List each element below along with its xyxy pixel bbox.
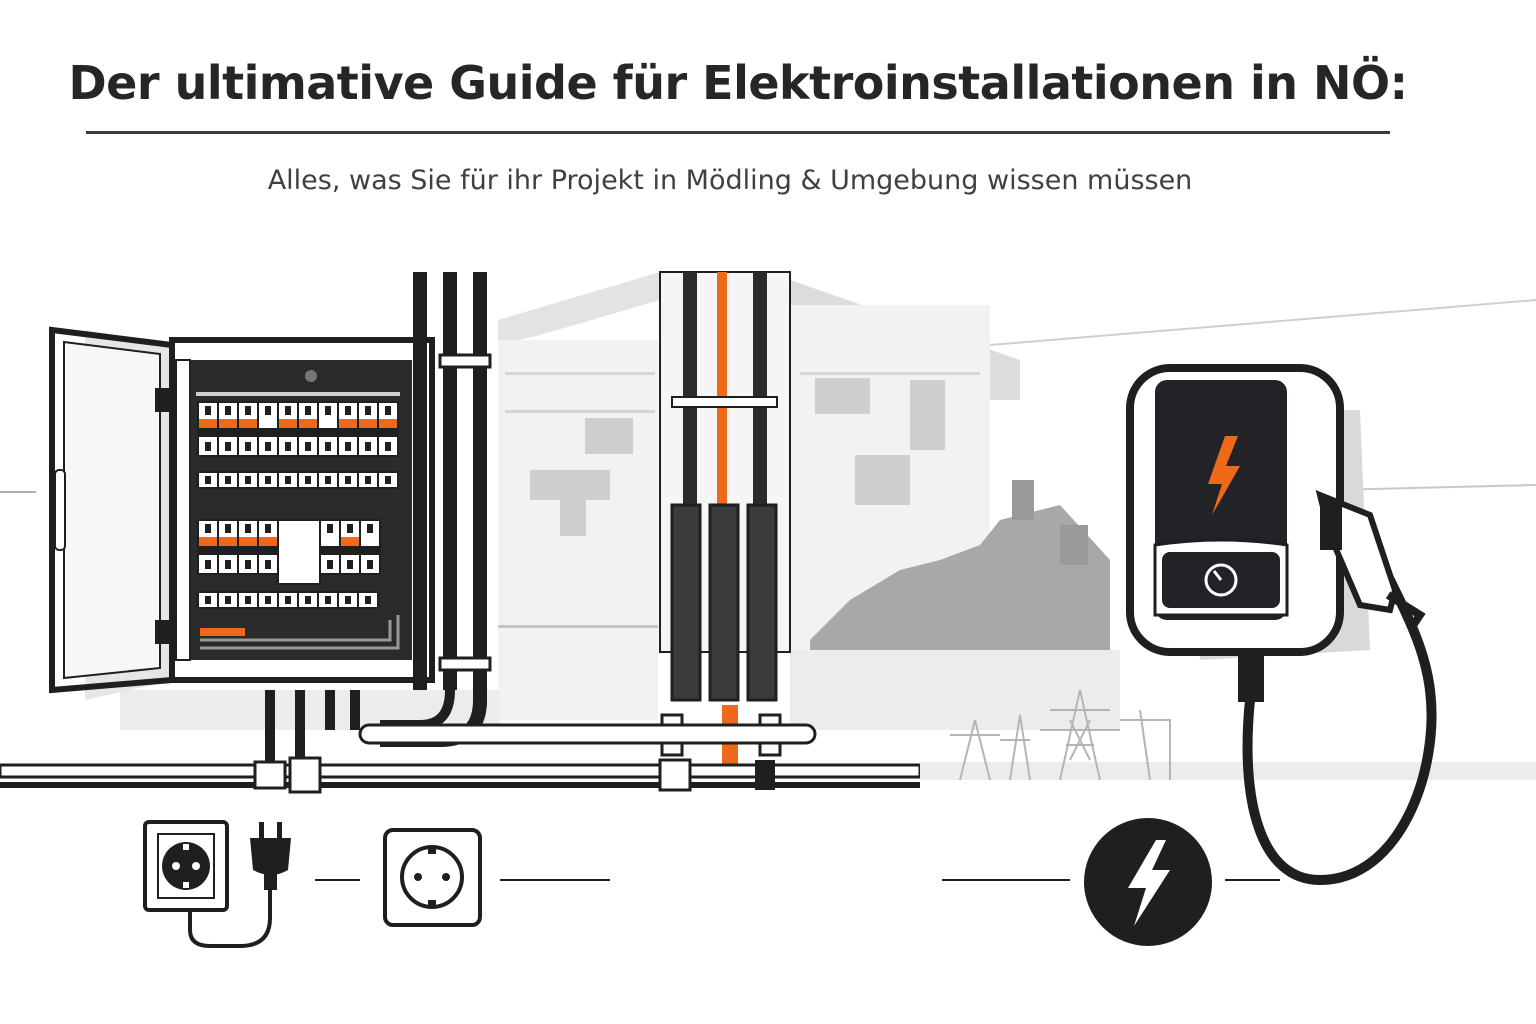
- wall-socket-icon: [143, 820, 229, 912]
- bottom-icons: [143, 818, 1280, 948]
- lightning-icon: [1208, 436, 1240, 515]
- title-divider: [86, 131, 1390, 134]
- page-subtitle: Alles, was Sie für ihr Projekt in Mödlin…: [267, 165, 1193, 196]
- cable-conduits: [265, 272, 492, 770]
- cable-riser: [659, 271, 791, 765]
- horizontal-pipes: [0, 723, 1536, 794]
- house-silhouette: [0, 272, 1536, 730]
- plug-icon: [188, 822, 291, 948]
- fuse-box: [49, 326, 435, 700]
- ev-wallbox-charger: [1126, 364, 1437, 886]
- outlet-outline-icon: [383, 828, 482, 927]
- page-title: Der ultimative Guide für Elektroinstalla…: [68, 56, 1408, 110]
- lightning-badge-icon: [1084, 818, 1212, 946]
- power-pylons: [950, 689, 1171, 781]
